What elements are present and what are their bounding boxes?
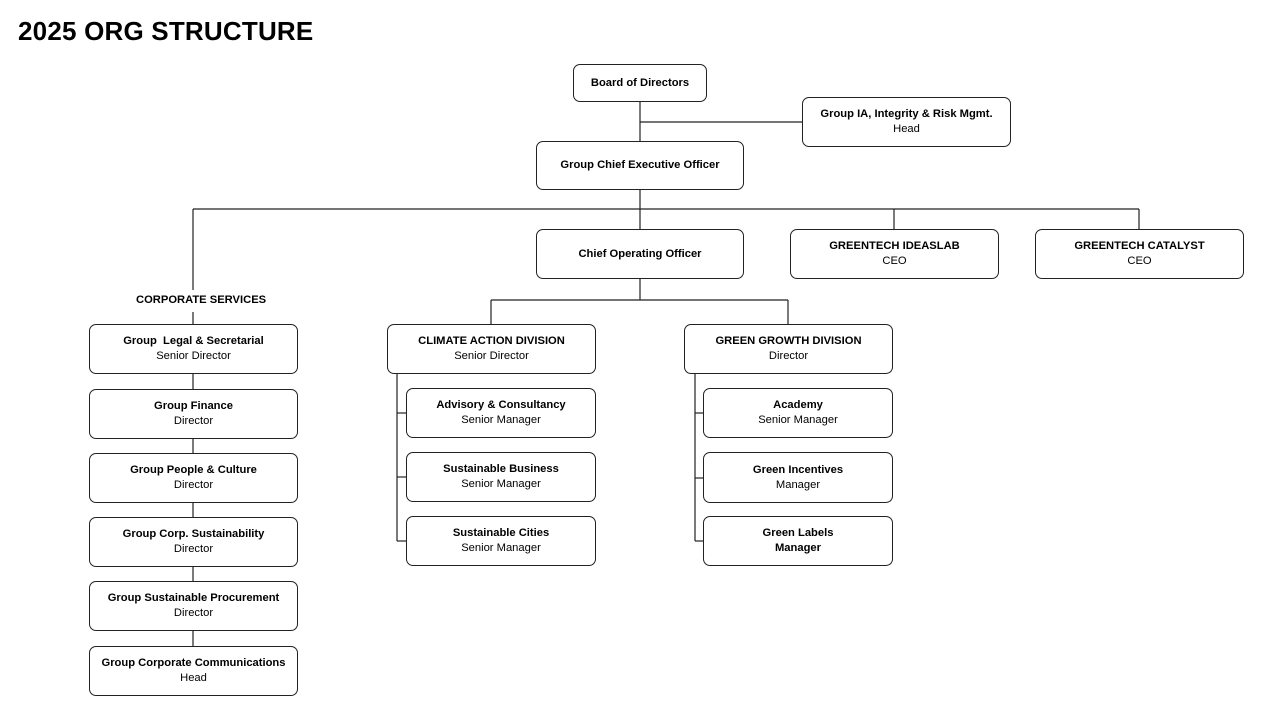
corporate-services-label: CORPORATE SERVICES bbox=[136, 294, 267, 306]
sustainable-business-box[interactable]: Sustainable Business Senior Manager bbox=[406, 452, 596, 502]
node-role: Senior Director bbox=[156, 350, 231, 362]
node-name: Group People & Culture bbox=[130, 464, 257, 476]
node-name: CLIMATE ACTION DIVISION bbox=[418, 335, 565, 347]
node-role: Director bbox=[768, 350, 809, 362]
node-name: Chief Operating Officer bbox=[578, 247, 702, 260]
board-of-directors-box[interactable]: Board of Directors bbox=[573, 64, 707, 102]
group-ia-box[interactable]: Group IA, Integrity & Risk Mgmt. Head bbox=[802, 97, 1011, 147]
node-name: Group Corp. Sustainability bbox=[122, 528, 265, 540]
node-name: Group IA, Integrity & Risk Mgmt. bbox=[820, 108, 993, 120]
node-role: Head bbox=[893, 123, 920, 135]
node-name: Group Chief Executive Officer bbox=[560, 159, 720, 171]
node-role: Senior Manager bbox=[758, 414, 838, 426]
sustainable-cities-box[interactable]: Sustainable Cities Senior Manager bbox=[406, 516, 596, 566]
group-finance-box[interactable]: Group Finance Director bbox=[89, 389, 298, 439]
node-name: Academy bbox=[773, 399, 823, 411]
climate-action-division-box[interactable]: CLIMATE ACTION DIVISION Senior Director bbox=[387, 324, 596, 374]
greentech-catalyst-box[interactable]: GREENTECH CATALYST CEO bbox=[1035, 229, 1244, 279]
node-role: Manager bbox=[774, 542, 821, 554]
node-role: Director bbox=[173, 543, 214, 555]
group-corp-sustainability-box[interactable]: Group Corp. Sustainability Director bbox=[89, 517, 298, 567]
group-legal-box[interactable]: Group Legal & Secretarial Senior Directo… bbox=[89, 324, 298, 374]
coo-box[interactable]: Chief Operating Officer bbox=[536, 229, 744, 279]
green-labels-box[interactable]: Green Labels Manager bbox=[703, 516, 893, 566]
node-role: Director bbox=[173, 415, 214, 427]
node-name: GREEN GROWTH DIVISION bbox=[715, 335, 862, 347]
node-role: Manager bbox=[775, 478, 821, 491]
page-title: 2025 ORG STRUCTURE bbox=[18, 16, 314, 46]
node-name: GREENTECH IDEASLAB bbox=[829, 240, 960, 252]
node-name: Group Legal & Secretarial bbox=[123, 335, 264, 347]
node-name: Advisory & Consultancy bbox=[436, 399, 566, 411]
node-name: Group Corporate Communications bbox=[101, 657, 286, 669]
node-name: Sustainable Cities bbox=[452, 527, 550, 539]
node-name: Board of Directors bbox=[590, 76, 690, 89]
green-growth-division-box[interactable]: GREEN GROWTH DIVISION Director bbox=[684, 324, 893, 374]
group-people-culture-box[interactable]: Group People & Culture Director bbox=[89, 453, 298, 503]
greentech-ideaslab-box[interactable]: GREENTECH IDEASLAB CEO bbox=[790, 229, 999, 279]
node-role: CEO bbox=[882, 255, 907, 267]
advisory-consultancy-box[interactable]: Advisory & Consultancy Senior Manager bbox=[406, 388, 596, 438]
green-incentives-box[interactable]: Green Incentives Manager bbox=[703, 452, 893, 503]
node-name: Sustainable Business bbox=[443, 463, 559, 475]
academy-box[interactable]: Academy Senior Manager bbox=[703, 388, 893, 438]
node-name: GREENTECH CATALYST bbox=[1074, 240, 1205, 252]
group-sustainable-procurement-box[interactable]: Group Sustainable Procurement Director bbox=[89, 581, 298, 631]
node-role: Senior Manager bbox=[461, 414, 541, 426]
node-role: CEO bbox=[1127, 255, 1152, 267]
node-name: Green Labels bbox=[762, 527, 834, 539]
node-role: Director bbox=[173, 479, 214, 491]
node-role: Senior Manager bbox=[461, 542, 541, 554]
group-ceo-box[interactable]: Group Chief Executive Officer bbox=[536, 141, 744, 190]
node-role: Head bbox=[180, 672, 207, 684]
node-role: Director bbox=[173, 607, 214, 619]
node-role: Senior Director bbox=[454, 350, 529, 362]
node-name: Group Sustainable Procurement bbox=[107, 592, 280, 604]
group-corporate-communications-box[interactable]: Group Corporate Communications Head bbox=[89, 646, 298, 696]
node-role: Senior Manager bbox=[461, 478, 541, 490]
node-name: Green Incentives bbox=[752, 463, 844, 476]
node-name: Group Finance bbox=[154, 400, 233, 412]
